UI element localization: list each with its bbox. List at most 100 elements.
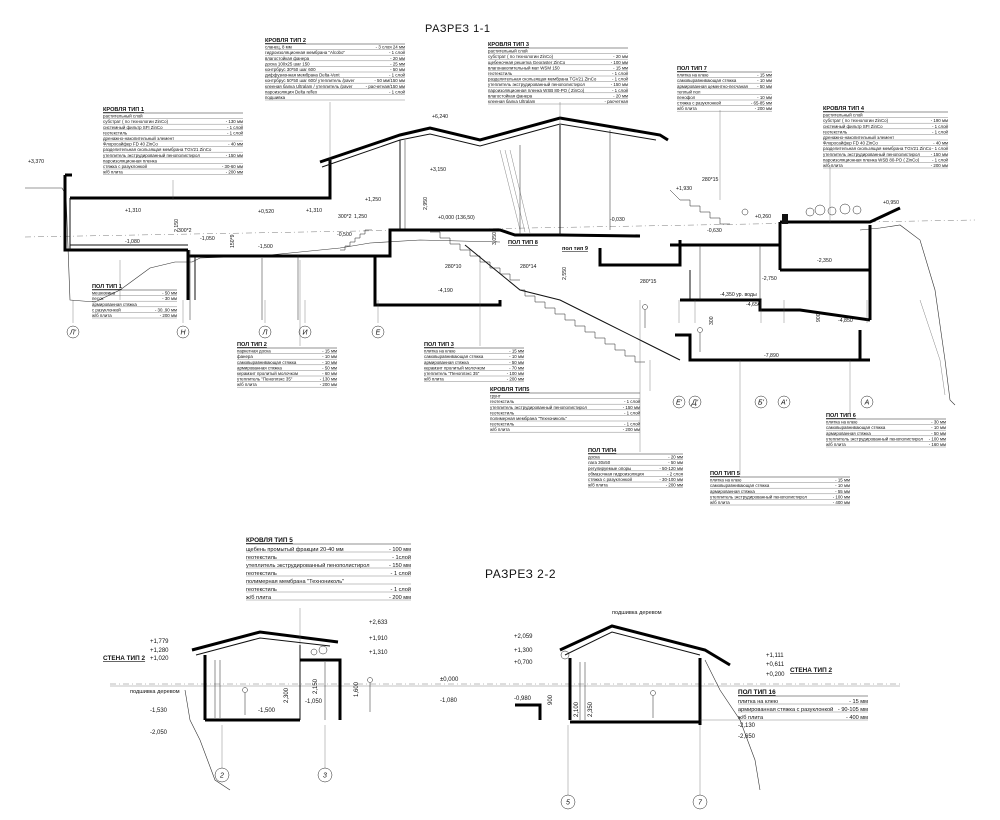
soffit-label-right: подшивка деревом [612, 610, 662, 616]
callout-layer-value: - 15 мм [613, 65, 628, 70]
callout-layer: утеплитель "Пеноплэкс 35" [424, 371, 480, 376]
axis-label: 7 [698, 800, 703, 807]
callout-layer: геотекстиль [490, 422, 515, 427]
callout-layer: геотекстиль [488, 71, 513, 76]
callout-layer-value: - 55 мм [835, 489, 850, 494]
axis-bubble [560, 794, 576, 810]
callout-layer-value: - 50 мм/150 мм [374, 78, 405, 83]
elev-mark: -0,500 [337, 232, 352, 238]
axis-label: Л [262, 330, 268, 337]
elev-mark: -4,190 [438, 288, 453, 294]
callout-layer-value: - 1 слой [389, 89, 406, 94]
callout-layer: геотекстиль [103, 130, 128, 135]
elev-mark: +0,700 [514, 660, 533, 666]
callout-layer: субстрат ( по технологии ZinCo) [488, 54, 554, 59]
callout-layer: обмазочная гидроизоляция [588, 471, 644, 476]
section-1-title: РАЗРЕЗ 1-1 [425, 23, 491, 35]
elev-mark: -2,750 [762, 276, 777, 282]
callout-layer-value: - 15 мм [849, 699, 868, 705]
callout-layer: щебеночная решетка Georaster ZinCo [488, 60, 566, 65]
axis-label: Е' [676, 400, 683, 407]
callout-layer: геотекстиль [246, 587, 277, 593]
elev-mark: -4,350 ур. воды [720, 292, 757, 298]
callout-layer-value: - 130 мм [226, 119, 243, 124]
callout-layer: самовыравнивающая стяжка [677, 78, 737, 83]
callout-layer-value: - 1 слой [612, 77, 629, 82]
callout-title: КРОВЛЯ ТИП5 [490, 387, 529, 393]
callout-layer-value: - 200 мм [755, 106, 772, 111]
dim-text: 2,350 [588, 701, 594, 717]
callout-layer: разделительная скользящая мембрана TGV21… [488, 77, 597, 82]
elev-mark: +0,200 [766, 672, 785, 678]
callout-layer-value: - 10 мм [757, 95, 772, 100]
callout-layer: геотекстиль [823, 129, 848, 134]
callout-layer-value: - 150 мм [931, 152, 948, 157]
callout-title: ПОЛ ТИП4 [588, 448, 617, 454]
callout-layer: геотекстиль [246, 555, 277, 561]
elev-mark: -1,500 [258, 708, 276, 714]
callout-layer: геотекстиль [246, 571, 277, 577]
section-1-ground-right [859, 224, 956, 406]
callout-layer: системный фильтр SFI ZinCo [103, 125, 163, 130]
elev-mark: -2,050 [150, 730, 168, 736]
dim-text: 300 [709, 316, 715, 325]
callout-layer-value: - 150 мм [389, 563, 411, 569]
room-label-floor-8: ПОЛ ТИП 8 [508, 240, 538, 246]
callout-layer: пароизоляция Delta reflex [265, 89, 318, 94]
callout-layer: утеплитель экструдированный пенополистир… [823, 152, 920, 157]
callout-title: ПОЛ ТИП 5 [710, 471, 740, 477]
axis-label: А [864, 400, 870, 407]
elev-mark: +0,520 [258, 209, 274, 215]
callout-layer: разделительная скользящая мембрана TGV21… [823, 146, 932, 151]
callout-layer-value: - 1 слой [932, 157, 949, 162]
callout-layer-value: - 10 мм [509, 354, 524, 359]
callout-layer-value: - 25 мм [390, 61, 405, 66]
elev-mark: +6,240 [432, 114, 448, 120]
callout-layer-value: - 1 слой [227, 130, 244, 135]
axis-label: Е [376, 330, 381, 337]
elev-mark: -1,500 [258, 244, 273, 250]
axis-bubble [688, 395, 702, 409]
callout-layer-value: - 400 мм [833, 500, 850, 505]
callout-layer-value: - 40 мм [228, 142, 243, 147]
callout-layer: субстрат ( по технологии ZinCo) [103, 119, 169, 124]
callout-layer: плитка на клею [738, 699, 778, 705]
callout-layer: доска [588, 455, 600, 460]
elev-mark: -0,630 [707, 228, 722, 234]
callout-layer: самовыравнивающая стяжка [237, 360, 297, 365]
callout-layer-value: - 50-120 мм [659, 466, 683, 471]
callout-layer-value: - 15 мм [757, 73, 772, 78]
callout-layer-value: - 1 слой [932, 129, 949, 134]
elev-mark: -7,890 [764, 353, 779, 359]
section-2-title: РАЗРЕЗ 2-2 [485, 567, 556, 581]
callout-layer: ж/б плита [424, 377, 444, 382]
callout-layer: доска 100х25 шаг 150 [265, 61, 310, 66]
callout-layer-value: - 15 мм [835, 478, 850, 483]
elev-mark: ±0,000 [440, 677, 459, 683]
elev-mark: -2,130 [738, 723, 756, 729]
axis-label: Н [180, 330, 186, 337]
callout-layer: стяжка с разуклонкой [677, 101, 721, 106]
callout-layer-value: - 30 мм [162, 296, 177, 301]
callout-layer: армированная стяжка [710, 489, 755, 494]
elev-mark: +1,111 [766, 653, 784, 659]
callout-layer-value: - 20 мм [613, 54, 628, 59]
callout-layer: контрбрус 30*50 шаг 600 [265, 67, 316, 72]
elev-mark: +1,280 [150, 648, 169, 654]
section-1-human-figures [642, 304, 703, 352]
dim-text: 2,550 [562, 267, 568, 280]
callout-layer: самовыравнивающая стяжка [424, 354, 484, 359]
axis-bubble [214, 767, 230, 783]
room-label-floor-9: пол тип 9 [562, 246, 588, 252]
callout-layer: утеплитель экструдированный пенополистир… [826, 436, 923, 441]
callout-layer-value: - 200 мм [389, 595, 411, 601]
callout-layer: дренажно-накопительный элемент [823, 135, 894, 140]
callout-layer-value: - 65-85 мм [751, 101, 772, 106]
